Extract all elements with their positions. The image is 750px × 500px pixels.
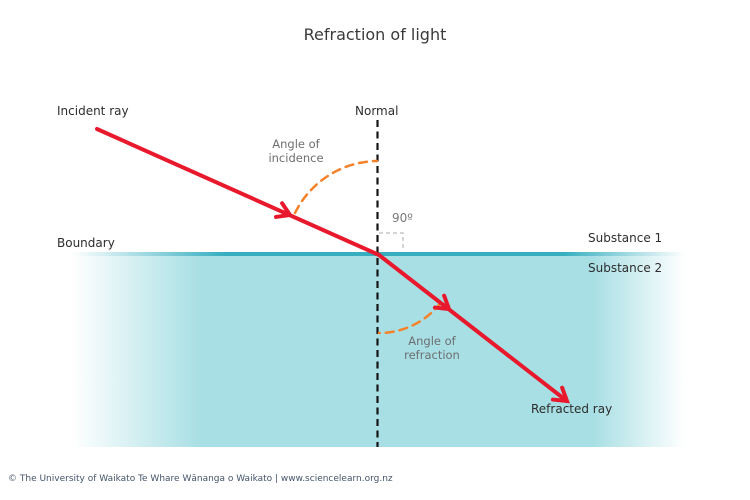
right-angle-marker	[379, 232, 404, 251]
diagram-title: Refraction of light	[303, 25, 447, 44]
normal-label: Normal	[355, 104, 399, 118]
incident-ray	[95, 127, 381, 257]
boundary-label: Boundary	[57, 236, 115, 250]
angle-of-incidence-label: Angle of incidence	[268, 137, 324, 165]
substance1-label: Substance 1	[588, 231, 663, 245]
right-angle-label: 90º	[392, 211, 413, 225]
refracted-ray-label: Refracted ray	[531, 402, 613, 416]
angle-of-incidence-arc	[293, 159, 379, 215]
refracted-ray	[377, 253, 565, 400]
incident-ray-arrowhead	[273, 201, 294, 219]
substance2-label: Substance 2	[588, 261, 663, 275]
angle-of-refraction-label: Angle of refraction	[404, 334, 460, 362]
refracted-ray-end-arrowhead	[550, 385, 570, 404]
copyright-footer: © The University of Waikato Te Whare Wān…	[8, 474, 393, 484]
incident-ray-label: Incident ray	[57, 104, 129, 118]
refracted-ray-mid-arrowhead	[432, 293, 452, 312]
